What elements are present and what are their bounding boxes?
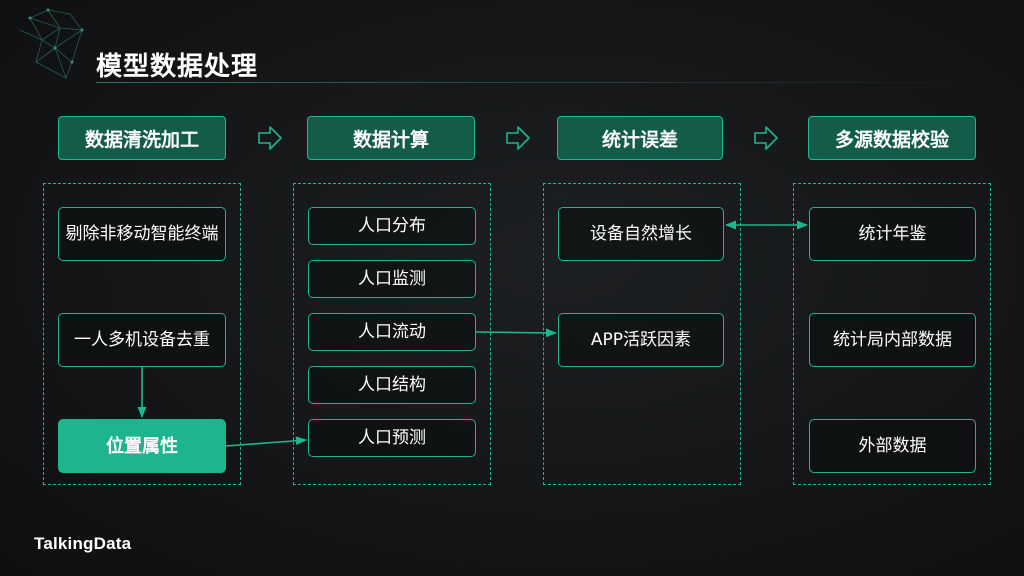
node-population-monitoring: 人口监测 [308,260,476,298]
node-remove-non-mobile-terminal: 剔除非移动智能终端 [58,207,226,261]
column-frame-validation [793,183,991,485]
column-frame-error [543,183,741,485]
node-population-structure: 人口结构 [308,366,476,404]
title-divider [96,82,1008,83]
column-frame-calculation [293,183,491,485]
corner-mesh-decoration [19,8,84,80]
node-location-attribute: 位置属性 [58,419,226,473]
node-population-distribution: 人口分布 [308,207,476,245]
node-device-natural-growth: 设备自然增长 [558,207,724,261]
node-app-activity-factor: APP活跃因素 [558,313,724,367]
node-external-data: 外部数据 [809,419,976,473]
brand-logo: TalkingData [34,534,132,553]
header-data-calculation: 数据计算 [307,116,475,160]
page-title: 模型数据处理 [96,52,259,82]
node-statistical-yearbook: 统计年鉴 [809,207,976,261]
node-multi-device-dedup: 一人多机设备去重 [58,313,226,367]
step-arrow-icon [258,126,282,150]
step-arrow-icon [506,126,530,150]
column-frame-cleaning [43,183,241,485]
node-population-flow: 人口流动 [308,313,476,351]
header-statistical-error: 统计误差 [557,116,723,160]
node-bureau-internal-data: 统计局内部数据 [809,313,976,367]
node-population-forecast: 人口预测 [308,419,476,457]
step-arrow-icon [754,126,778,150]
header-multi-source-validation: 多源数据校验 [808,116,976,160]
header-data-cleaning: 数据清洗加工 [58,116,226,160]
